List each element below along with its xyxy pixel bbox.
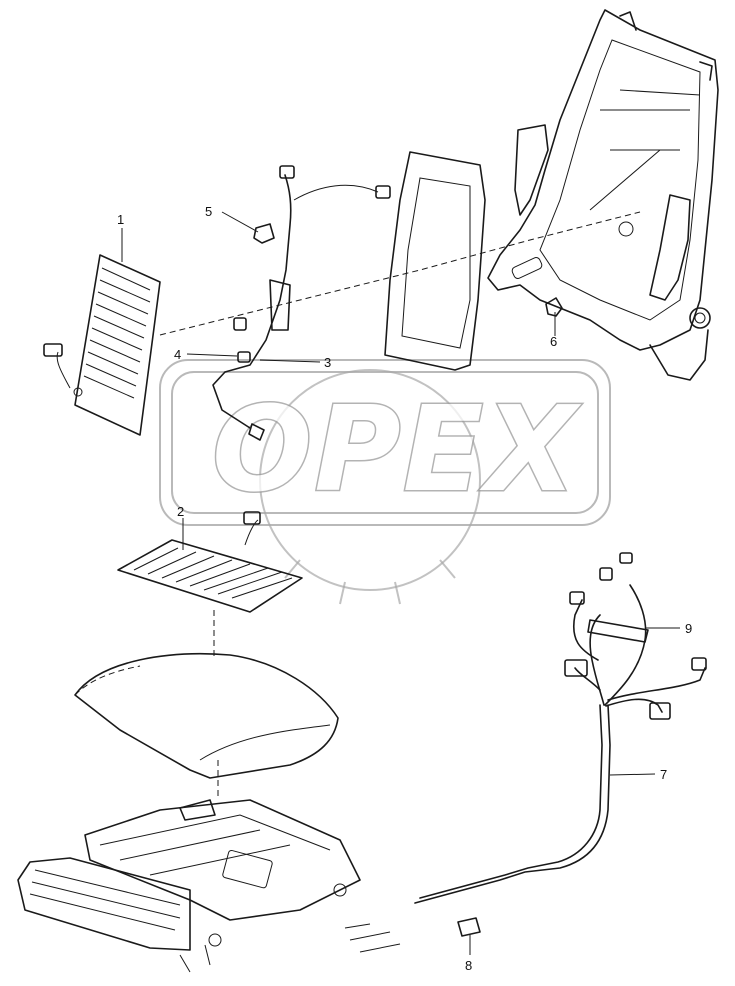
callout-5: 5 (205, 204, 212, 219)
clip-part-6 (545, 297, 563, 317)
callout-labels: 1 2 3 4 5 6 7 8 9 (117, 204, 692, 973)
clip-part-5 (253, 223, 275, 244)
seat-heater-pad (117, 511, 303, 613)
callout-8: 8 (465, 958, 472, 973)
callout-4: 4 (174, 347, 181, 362)
callout-leaders (121, 211, 680, 955)
callout-6: 6 (550, 334, 557, 349)
callout-9: 9 (685, 621, 692, 636)
callout-2: 2 (177, 504, 184, 519)
backrest-harness (212, 165, 391, 441)
seatback-frame (487, 9, 719, 381)
watermark-frame (159, 359, 611, 526)
connector-part-8 (457, 917, 481, 937)
seatback-heater-pad (43, 254, 161, 436)
callout-1: 1 (117, 212, 124, 227)
seat-base-frame (17, 799, 361, 973)
callout-7: 7 (660, 767, 667, 782)
watermark-text: OPEX (212, 380, 581, 518)
seatback-cushion (384, 151, 486, 371)
seat-cushion (74, 653, 339, 779)
alignment-lines (159, 211, 641, 800)
gear-outline (259, 369, 481, 605)
opex-watermark: OPEX (159, 359, 611, 605)
callout-3: 3 (324, 355, 331, 370)
main-harness (344, 552, 707, 953)
